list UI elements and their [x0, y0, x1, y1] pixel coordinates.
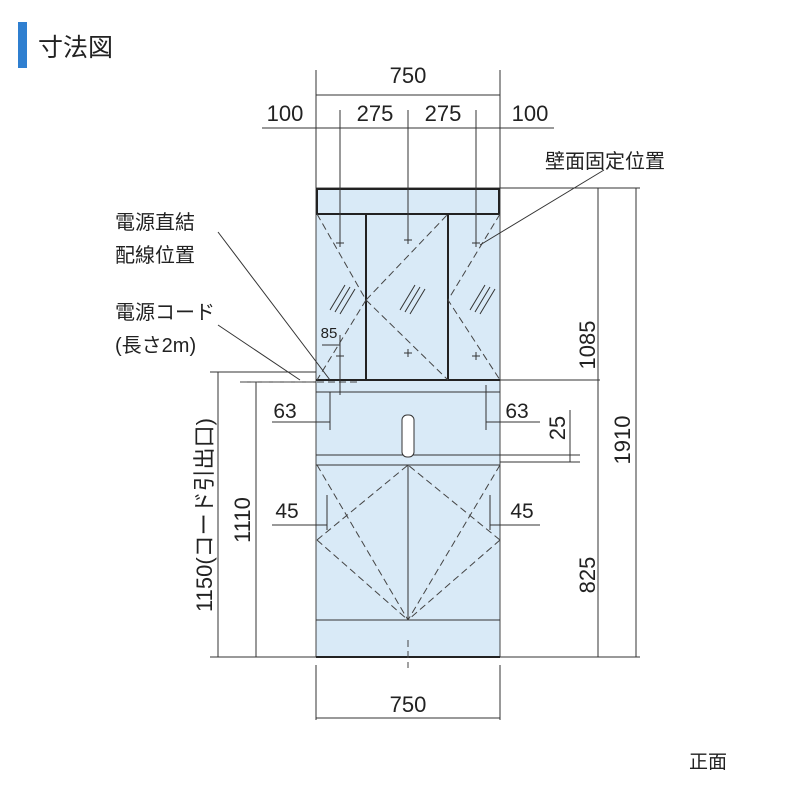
vanity-cabinet [315, 187, 501, 658]
dim-top-right: 100 [512, 101, 549, 126]
dim-cord-outlet-height: 1150(コード引出口) [192, 418, 217, 612]
dim-top-left: 100 [267, 101, 304, 126]
dim-top-total: 750 [390, 63, 427, 88]
dim-right-63: 63 [505, 400, 528, 423]
page-title: 寸法図 [38, 34, 113, 62]
label-direct-wiring-2: 配線位置 [115, 244, 195, 267]
dim-total-height: 1910 [610, 416, 635, 465]
dim-85: 85 [321, 325, 338, 342]
dim-top-mid-left: 275 [357, 101, 394, 126]
dim-base-height: 825 [575, 557, 600, 594]
dim-left-45: 45 [275, 500, 298, 523]
title-accent-bar [18, 22, 27, 68]
dim-mirror-height: 1085 [575, 321, 600, 370]
dim-left-63: 63 [273, 400, 296, 423]
view-label: 正面 [689, 752, 727, 773]
dim-top-mid-right: 275 [425, 101, 462, 126]
label-power-cord-1: 電源コード [115, 301, 215, 324]
label-wall-fix: 壁面固定位置 [545, 150, 665, 173]
dim-counter-gap: 25 [545, 416, 570, 440]
dim-bottom-total: 750 [390, 692, 427, 717]
label-power-cord-2: (長さ2m) [115, 335, 196, 357]
dim-outlet-height: 1110 [230, 497, 255, 543]
label-direct-wiring-1: 電源直結 [115, 211, 195, 234]
dimension-lines [210, 70, 640, 720]
dim-right-45: 45 [510, 500, 533, 523]
